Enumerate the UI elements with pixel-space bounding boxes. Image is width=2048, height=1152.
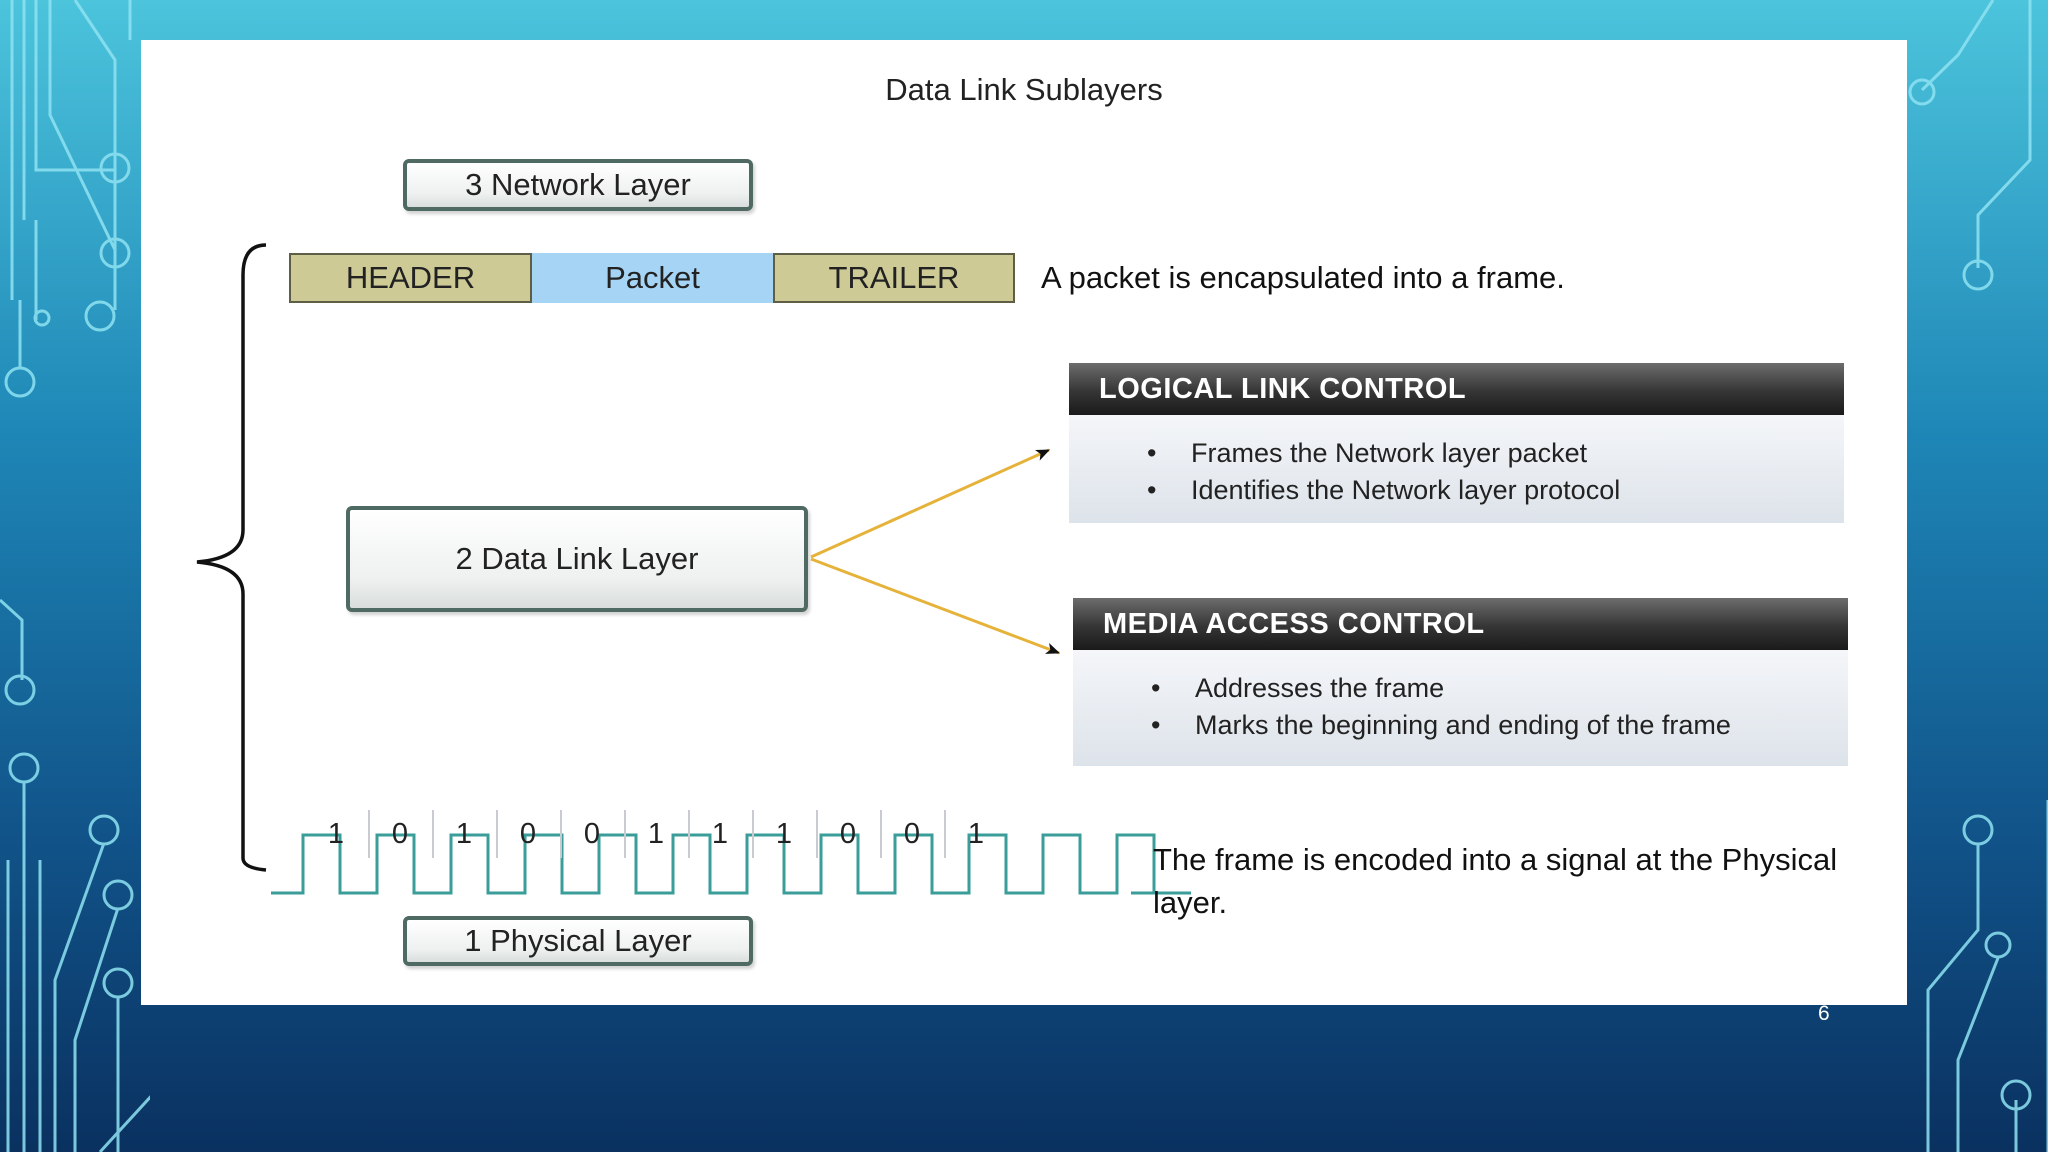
- physical-layer-label: 1 Physical Layer: [464, 923, 692, 958]
- bullet-icon: •: [1151, 673, 1161, 703]
- frame-caption: A packet is encapsulated into a frame.: [1041, 260, 1565, 295]
- mac-bullet-text: Addresses the frame: [1195, 673, 1445, 703]
- llc-bullet-text: Identifies the Network layer protocol: [1191, 475, 1621, 505]
- network-layer-label: 3 Network Layer: [465, 167, 691, 202]
- llc-box: LOGICAL LINK CONTROL • Frames the Networ…: [1069, 363, 1844, 523]
- mac-bullet-text: Marks the beginning and ending of the fr…: [1195, 710, 1731, 740]
- frame-trailer-cell: TRAILER: [773, 253, 1015, 303]
- llc-body: • Frames the Network layer packet • Iden…: [1069, 415, 1844, 523]
- signal-waveform: [271, 833, 1191, 895]
- arrow-right-icon: [810, 448, 1051, 559]
- mac-body: • Addresses the frame • Marks the beginn…: [1073, 650, 1848, 766]
- mac-title: MEDIA ACCESS CONTROL: [1073, 598, 1848, 650]
- data-link-layer-box: 2 Data Link Layer: [346, 506, 808, 612]
- frame-packet-cell: Packet: [532, 253, 773, 303]
- frame-header-cell: HEADER: [289, 253, 532, 303]
- signal-caption: The frame is encoded into a signal at th…: [1153, 842, 1838, 920]
- left-brace-icon: [196, 243, 267, 872]
- arrow-right-icon: [810, 557, 1061, 655]
- diagram-graphics: [196, 243, 1191, 895]
- mac-box: MEDIA ACCESS CONTROL • Addresses the fra…: [1073, 598, 1848, 766]
- mac-bullet-item: • Marks the beginning and ending of the …: [1073, 707, 1848, 744]
- circuit-decoration-left: [0, 0, 150, 1152]
- bullet-icon: •: [1147, 438, 1157, 468]
- mac-bullet-item: • Addresses the frame: [1073, 670, 1848, 707]
- llc-bullet-text: Frames the Network layer packet: [1191, 438, 1588, 468]
- physical-layer-box: 1 Physical Layer: [403, 916, 753, 966]
- page-number: 6: [1818, 1002, 1830, 1025]
- frame-header-label: HEADER: [345, 260, 476, 295]
- frame-packet-label: Packet: [605, 260, 700, 295]
- bullet-icon: •: [1147, 475, 1157, 505]
- llc-title: LOGICAL LINK CONTROL: [1069, 363, 1844, 415]
- network-layer-box: 3 Network Layer: [403, 159, 753, 211]
- frame-trailer-label: TRAILER: [828, 260, 960, 295]
- data-link-layer-label: 2 Data Link Layer: [455, 541, 699, 576]
- diagram-title: Data Link Sublayers: [885, 72, 1163, 107]
- llc-bullet-item: • Identifies the Network layer protocol: [1069, 472, 1844, 509]
- bullet-icon: •: [1151, 710, 1161, 740]
- slide-panel: Data Link Sublayers 3 Network Layer HEAD…: [141, 40, 1907, 1005]
- circuit-decoration-right: [1908, 0, 2048, 1152]
- llc-bullet-item: • Frames the Network layer packet: [1069, 435, 1844, 472]
